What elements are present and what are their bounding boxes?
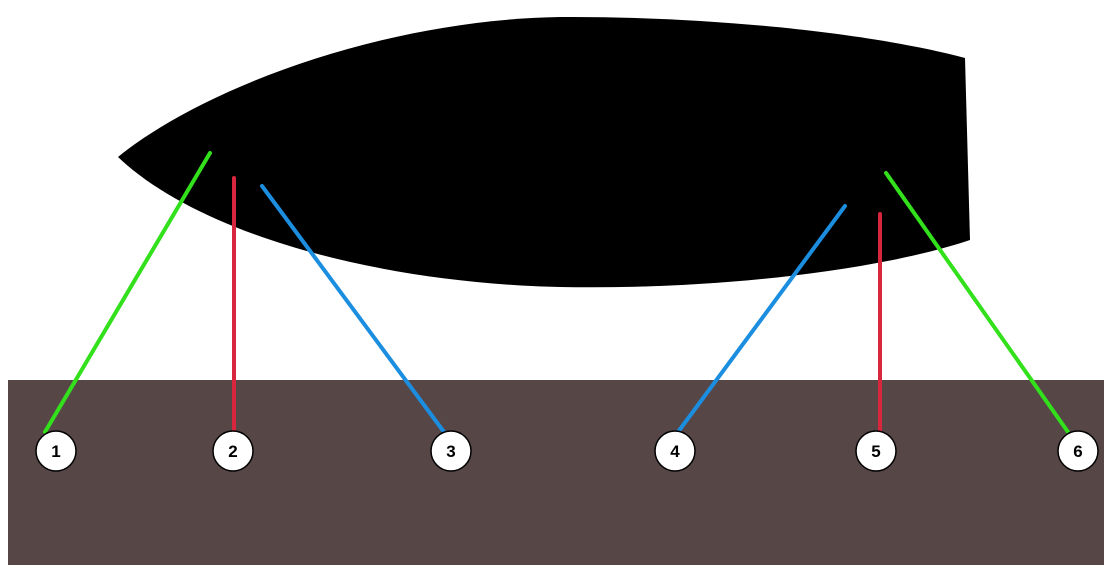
support-marker-5: 5 [856,431,896,471]
support-marker-6: 6 [1058,431,1098,471]
marker-label-4: 4 [670,442,680,461]
support-marker-4: 4 [655,431,695,471]
marker-label-5: 5 [871,442,880,461]
support-marker-1: 1 [36,431,76,471]
marker-label-1: 1 [51,442,60,461]
ground-area [8,380,1104,565]
marker-label-6: 6 [1073,442,1082,461]
support-marker-2: 2 [213,431,253,471]
marker-label-3: 3 [446,442,455,461]
marker-label-2: 2 [228,442,237,461]
support-marker-3: 3 [431,431,471,471]
